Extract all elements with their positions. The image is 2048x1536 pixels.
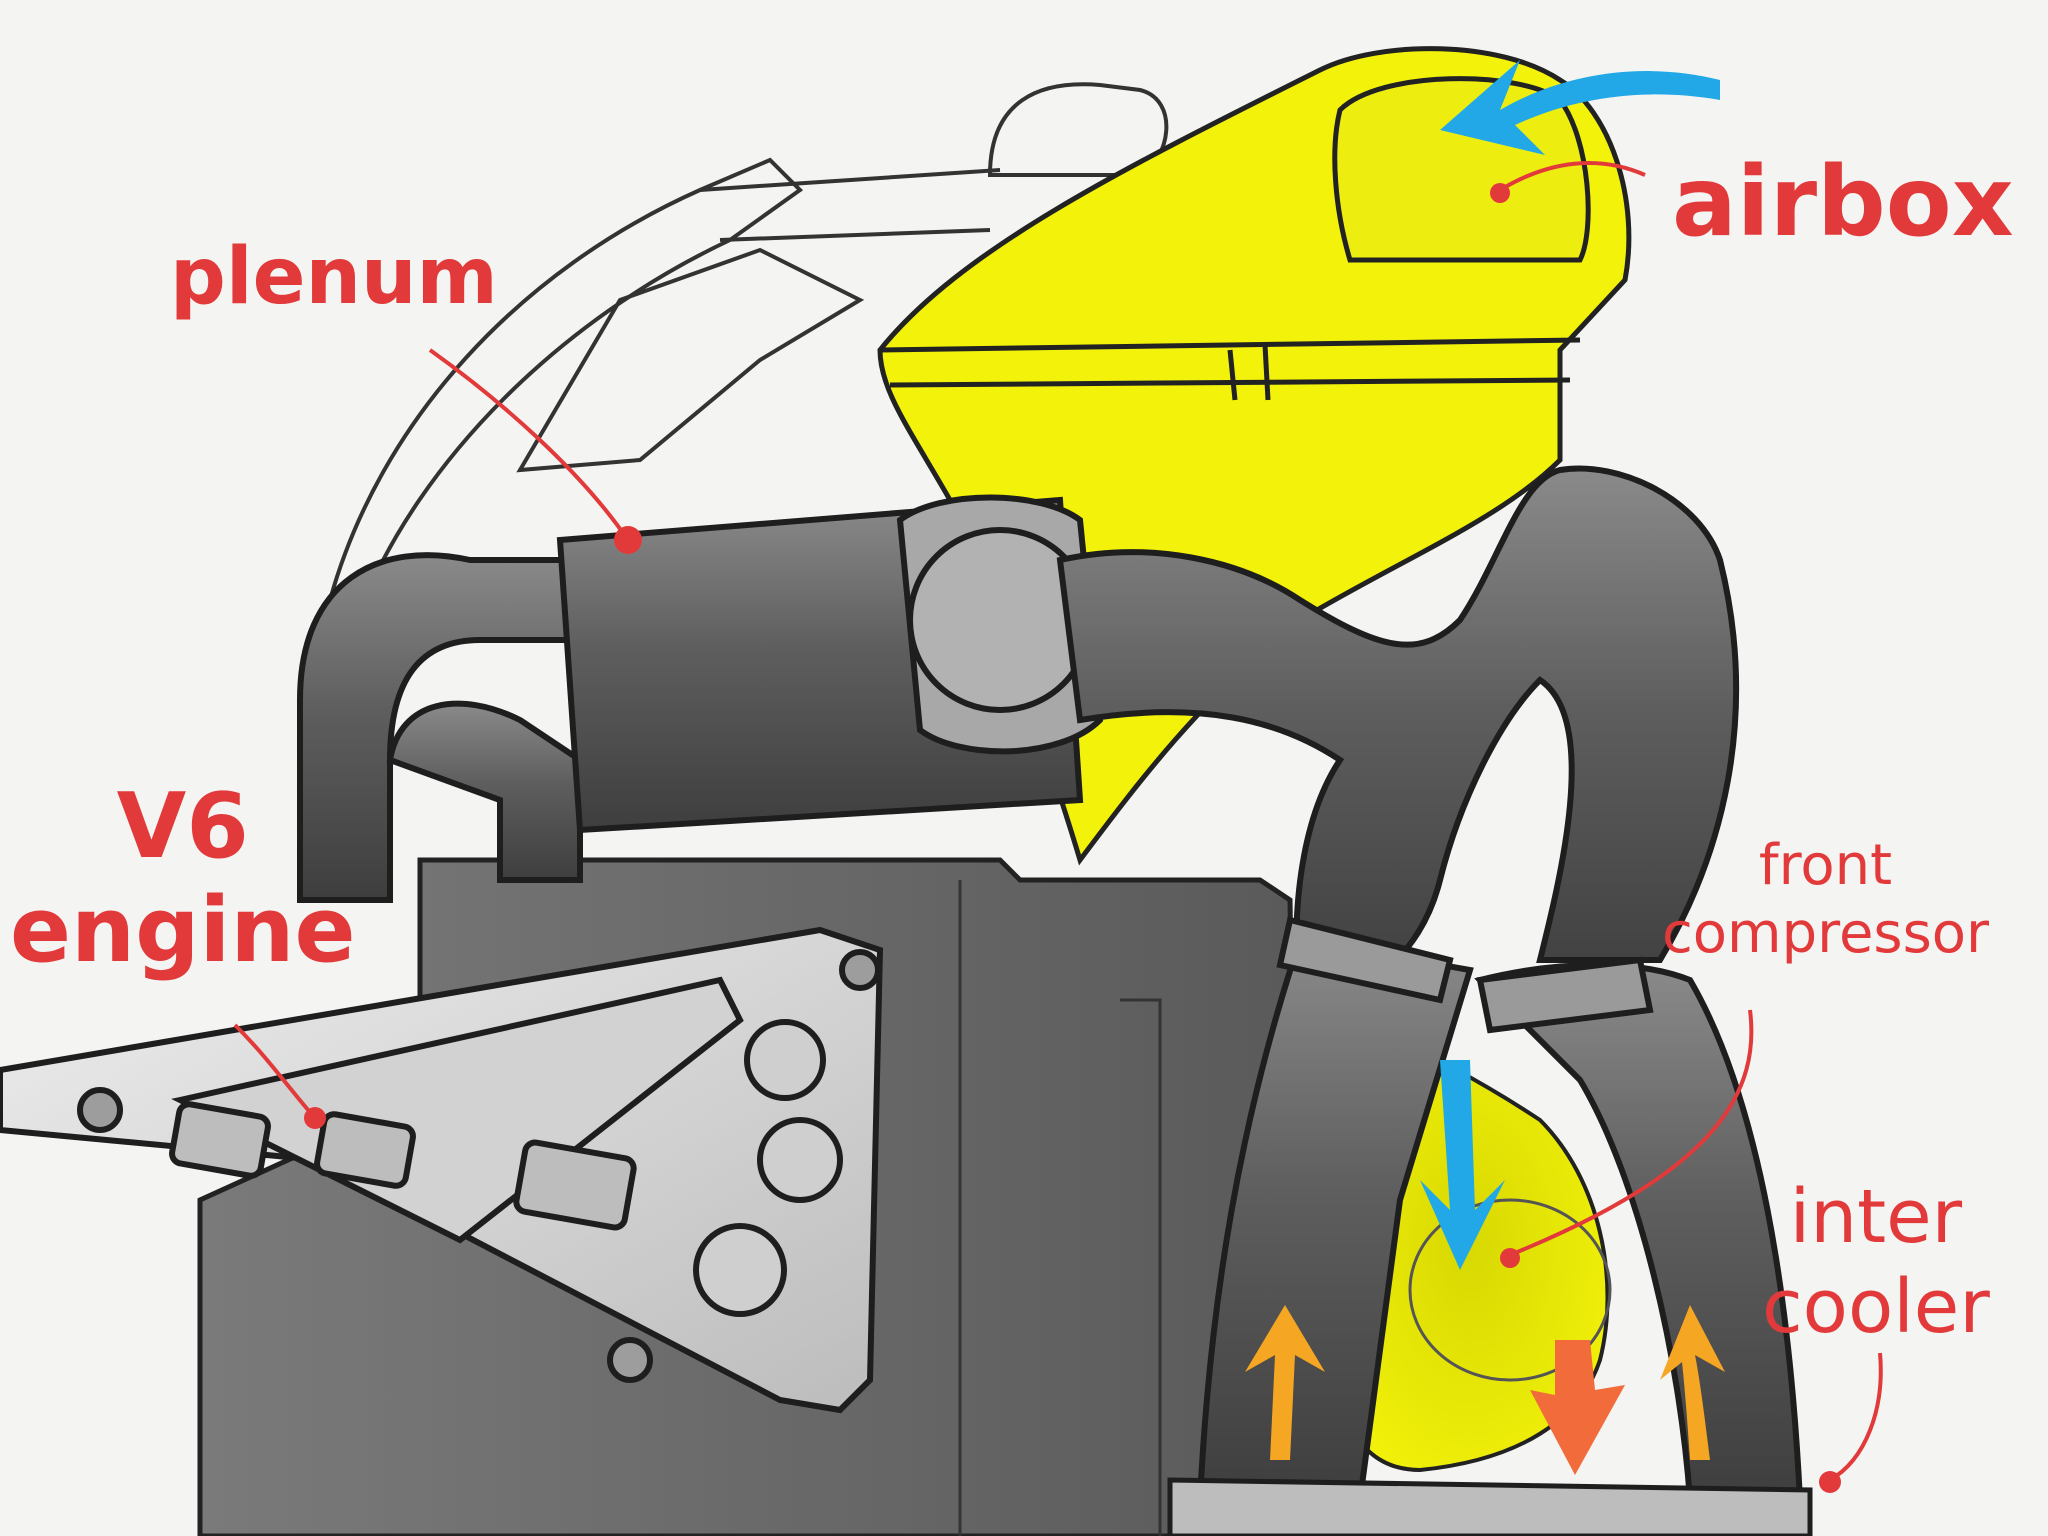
leader-lines — [233, 161, 1883, 1482]
inlet-arrow — [1440, 60, 1720, 155]
intercooler-base — [1167, 1477, 1813, 1536]
plenum-pipes — [297, 494, 1104, 903]
charge-arrow-right — [1660, 1305, 1725, 1460]
roll-hoop-sketch — [327, 82, 1169, 613]
label-front-compressor-line1: front — [1758, 833, 1893, 898]
chassis-bracket — [0, 926, 884, 1414]
label-v6-engine-line1: V6 — [116, 774, 249, 879]
label-v6-engine: V6 engine — [10, 775, 356, 982]
exit-arrow — [1530, 1340, 1625, 1475]
label-intercooler-line2: cooler — [1762, 1264, 1990, 1351]
label-front-compressor-line2: compressor — [1662, 901, 1990, 967]
label-v6-engine-line2: engine — [10, 877, 356, 983]
label-intercooler-line1: inter — [1789, 1174, 1963, 1260]
leader-dots — [304, 183, 1841, 1493]
downflow-arrow — [1420, 1060, 1505, 1270]
charge-arrow-left — [1245, 1305, 1325, 1460]
label-front-compressor: front compressor — [1662, 832, 1989, 969]
label-intercooler: inter cooler — [1762, 1172, 1990, 1353]
label-airbox: airbox — [1672, 146, 2014, 258]
label-plenum: plenum — [170, 232, 498, 322]
